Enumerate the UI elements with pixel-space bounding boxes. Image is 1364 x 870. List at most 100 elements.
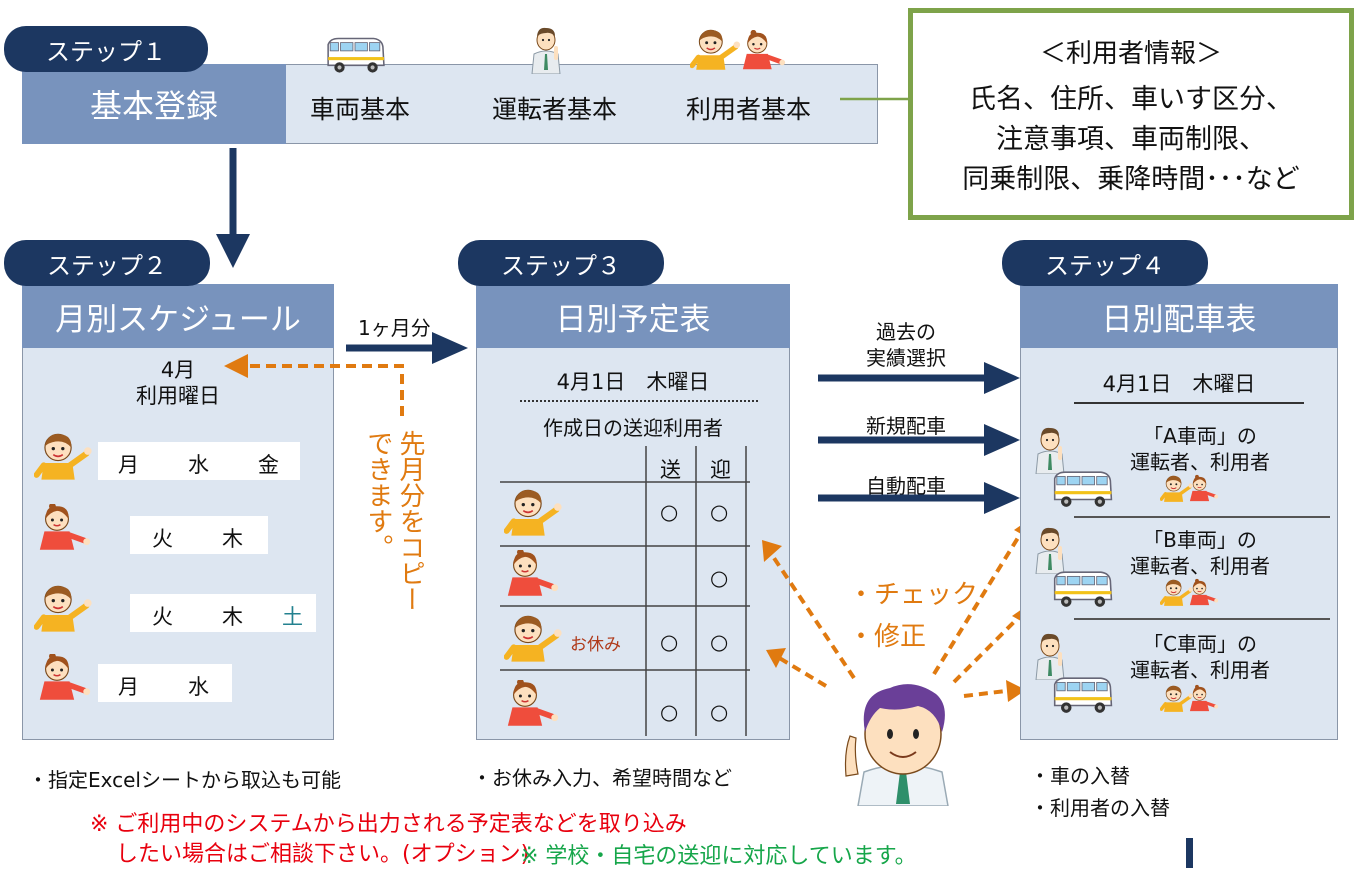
user-info-title: ＜利用者情報＞ [1039,39,1222,69]
day-tue: 火 [152,605,173,629]
step4-title: 日別配車表 [1020,284,1338,348]
row2-pick: ○ [710,566,729,590]
check-label-1: ・チェック [848,580,979,610]
day-sat: 土 [282,605,303,629]
step2-days-row-2: 火 木 [130,516,268,554]
footer-note-red-1: ※ ご利用中のシステムから出力される予定表などを取り込み [90,812,687,837]
step1-pill: ステップ１ [4,26,208,72]
user-info-box: ＜利用者情報＞ 氏名、住所、車いす区分、 注意事項、車両制限、 同乗制限、乗降時… [908,8,1354,220]
children-icon-girl [1188,684,1220,714]
vehicle-c-desc: 運転者、利用者 [1130,658,1270,682]
day-mon: 月 [118,453,139,477]
step3-date: 4月1日 木曜日 [556,370,710,394]
girl-icon [504,680,562,728]
driver-icon [526,24,566,74]
step2-pill: ステップ２ [4,240,210,286]
row3-absence: お休み [570,635,621,655]
day-wed: 水 [188,453,209,477]
step3-divider [520,400,758,402]
vehicle-b-desc: 運転者、利用者 [1130,554,1270,578]
children-icon-girl [1188,474,1220,504]
step1-title: 基本登録 [22,64,286,144]
step4-divider [1074,402,1304,404]
step2-title: 月別スケジュール [22,284,334,348]
boy-icon [34,432,94,482]
footer-bar-mark [1186,838,1193,868]
arrow-auto-dispatch [818,482,1020,514]
boy-icon [504,488,564,538]
day-thu: 木 [222,527,243,551]
arrow-step1-to-step2 [216,148,250,268]
girl-icon [36,504,94,552]
driver-icon [1030,424,1070,474]
vehicle-divider-1 [1074,516,1330,518]
boy-icon [504,614,564,664]
step2-month: 4月 [160,358,196,382]
step3-title: 日別予定表 [476,284,790,348]
day-thu: 木 [222,605,243,629]
arrow-step2-to-step3 [346,332,468,364]
col-header-pick: 迎 [710,458,731,482]
step2-note: ・指定Excelシートから取込も可能 [28,768,341,792]
arrow-past-label-2: 実績選択 [866,346,946,370]
row1-send: ○ [660,500,679,524]
arrow-past-label-1: 過去の [876,320,936,344]
driver-icon [1030,524,1070,574]
man-pointing-icon [828,676,978,806]
day-tue: 火 [152,527,173,551]
girl-icon [504,550,562,598]
user-info-line-3: 同乗制限、乗降時間･･･など [962,164,1300,195]
check-label-2: ・修正 [848,622,927,652]
girl-icon [36,654,94,702]
children-icon-girl [1188,578,1220,608]
step2-subtitle: 利用曜日 [136,384,220,408]
arrow-new-label: 新規配車 [866,414,946,438]
step3-table-grid [500,446,750,736]
step4-pill: ステップ４ [1002,240,1208,286]
arrow-past-results [818,362,1020,394]
row3-pick: ○ [710,630,729,654]
user-info-line-2: 注意事項、車両制限、 [996,124,1266,155]
footer-note-red-2: したい場合はご相談下さい。(オプション) [116,842,530,867]
day-fri: 金 [258,453,279,477]
step2-days-row-4: 月 水 [98,664,232,702]
step1-item-vehicle: 車両基本 [310,95,411,124]
footer-note-green: ※ 学校・自宅の送迎に対応しています。 [520,844,917,869]
vehicle-b-name: 「B車両」の [1143,528,1257,552]
row3-send: ○ [660,630,679,654]
day-mon: 月 [118,675,139,699]
step1-item-driver: 運転者基本 [492,95,618,124]
copy-arrow [224,354,404,416]
driver-icon [1030,630,1070,680]
row1-pick: ○ [710,500,729,524]
copy-label-col-2: できます。 [363,430,393,560]
row4-send: ○ [660,700,679,724]
step4-panel [1020,284,1338,740]
step3-pill: ステップ３ [458,240,664,286]
step4-note-1: ・車の入替 [1030,764,1130,788]
day-wed: 水 [188,675,209,699]
copy-label-col-1: 先月分をコピー [395,430,425,612]
user-info-line-1: 氏名、住所、車いす区分、 [969,84,1293,115]
step4-note-2: ・利用者の入替 [1030,796,1170,820]
arrow-new-dispatch [818,424,1020,456]
step3-subtitle: 作成日の送迎利用者 [543,416,723,440]
vehicle-a-desc: 運転者、利用者 [1130,450,1270,474]
boy-icon [34,584,94,634]
step2-days-row-1: 月 水 金 [98,442,300,480]
row4-pick: ○ [710,700,729,724]
van-icon [324,34,386,76]
col-header-send: 送 [660,458,681,482]
vehicle-c-name: 「C車両」の [1143,632,1257,656]
arrow-auto-label: 自動配車 [866,474,946,498]
step2-days-row-3: 火 木 土 [130,594,316,632]
step1-item-user: 利用者基本 [686,95,812,124]
children-icon [690,28,742,72]
info-connector [840,97,912,101]
step4-date: 4月1日 木曜日 [1102,372,1256,396]
vehicle-divider-2 [1074,618,1330,620]
step3-note: ・お休み入力、希望時間など [472,766,732,790]
vehicle-a-name: 「A車両」の [1143,424,1257,448]
children-icon-girl [740,30,788,72]
arrow-monthly-label: 1ヶ月分 [358,316,431,340]
